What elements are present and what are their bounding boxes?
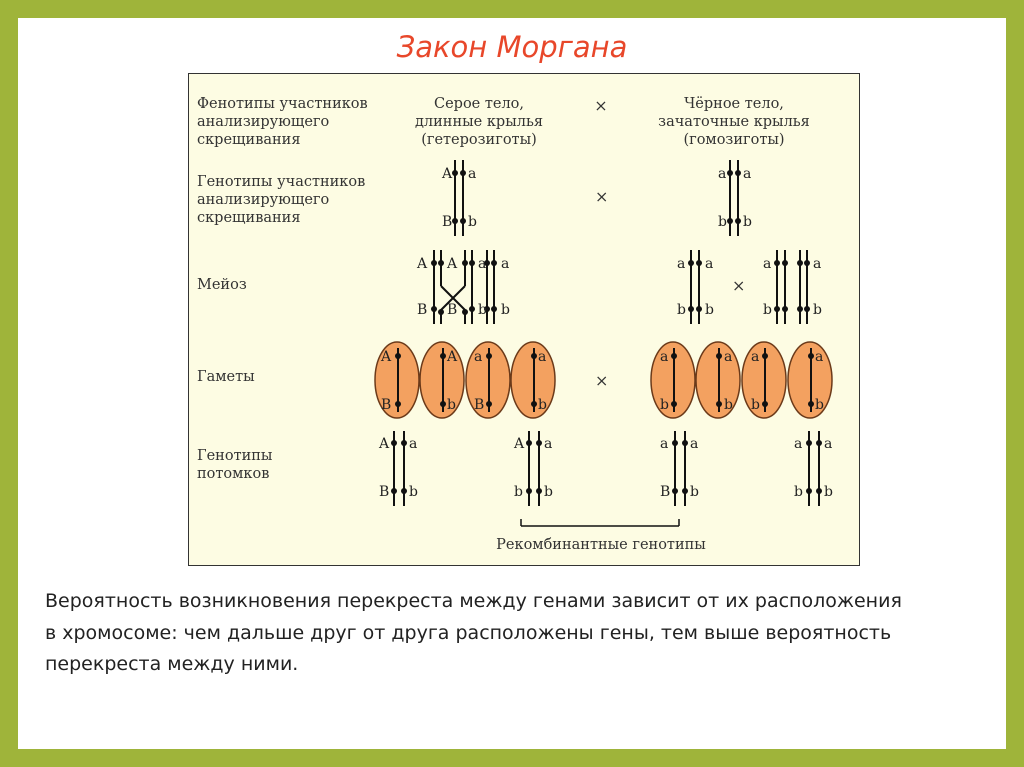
gene-label: b	[705, 302, 714, 318]
gene-label: a	[468, 166, 476, 182]
cross-symbol: ×	[732, 276, 745, 295]
gene-label: B	[474, 397, 484, 413]
gene-label: a	[677, 256, 685, 272]
gene-label: b	[409, 484, 418, 500]
gene-label: b	[743, 214, 752, 230]
recombinant-bracket	[521, 519, 679, 526]
gene-label: a	[690, 436, 698, 452]
gene-label: b	[501, 302, 510, 318]
morgan-diagram-panel: Фенотипы участников анализирующего скрещ…	[188, 73, 860, 566]
gene-label: b	[763, 302, 772, 318]
explanation-paragraph: Вероятность возникновения перекреста меж…	[45, 586, 985, 681]
gene-label: a	[813, 256, 821, 272]
gene-label: b	[544, 484, 553, 500]
gene-label: B	[447, 302, 457, 318]
gene-label: b	[514, 484, 523, 500]
paragraph-line: в хромосоме: чем дальше друг от друга ра…	[45, 618, 985, 650]
gene-label: a	[815, 349, 823, 365]
gene-label: A	[446, 349, 458, 365]
gene-label: b	[447, 397, 456, 413]
gene-label: A	[416, 256, 428, 272]
gene-label: b	[794, 484, 803, 500]
gene-label: a	[474, 349, 482, 365]
gene-label: b	[815, 397, 824, 413]
gene-label: b	[751, 397, 760, 413]
gene-label: b	[718, 214, 727, 230]
chromosome-diagram: A a B b a a b b A A a a B B b b a a a a …	[189, 74, 859, 565]
gene-label: B	[417, 302, 427, 318]
gene-label: a	[501, 256, 509, 272]
gene-label: A	[378, 436, 390, 452]
gene-label: b	[724, 397, 733, 413]
recombinant-genotypes-label: Рекомбинантные генотипы	[496, 537, 706, 553]
gene-label: a	[478, 256, 486, 272]
gene-label: a	[743, 166, 751, 182]
gene-label: B	[442, 214, 452, 230]
paragraph-line: перекреста между ними.	[45, 649, 985, 681]
gene-label: a	[538, 349, 546, 365]
gene-label: b	[677, 302, 686, 318]
gene-label: a	[409, 436, 417, 452]
gene-label: b	[538, 397, 547, 413]
gene-label: a	[705, 256, 713, 272]
gene-label: A	[513, 436, 525, 452]
cross-symbol: ×	[595, 187, 608, 206]
gene-label: a	[660, 436, 668, 452]
gene-label: b	[478, 302, 487, 318]
gene-label: a	[794, 436, 802, 452]
gene-label: a	[824, 436, 832, 452]
gene-label: a	[718, 166, 726, 182]
gene-label: a	[544, 436, 552, 452]
gene-label: b	[660, 397, 669, 413]
gene-label: a	[763, 256, 771, 272]
gene-label: a	[660, 349, 668, 365]
gene-label: a	[751, 349, 759, 365]
gene-label: A	[446, 256, 458, 272]
gene-label: A	[441, 166, 453, 182]
gene-label: b	[690, 484, 699, 500]
paragraph-line: Вероятность возникновения перекреста меж…	[45, 586, 985, 618]
cross-symbol: ×	[595, 371, 608, 390]
gene-label: B	[660, 484, 670, 500]
slide-title: Закон Моргана	[0, 30, 1024, 64]
gene-label: B	[379, 484, 389, 500]
gene-label: b	[468, 214, 477, 230]
gene-label: b	[813, 302, 822, 318]
gene-label: B	[381, 397, 391, 413]
gene-label: A	[380, 349, 392, 365]
gene-label: a	[724, 349, 732, 365]
gene-label: b	[824, 484, 833, 500]
